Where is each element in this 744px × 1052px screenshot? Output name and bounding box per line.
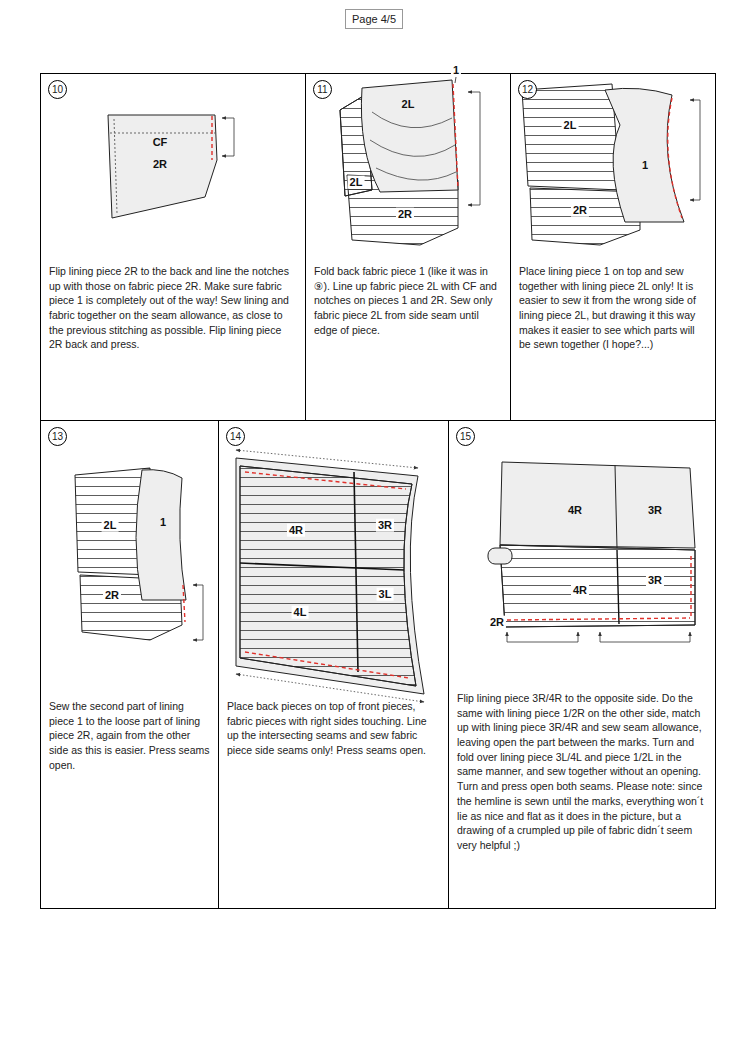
lining-piece-2r <box>108 115 234 218</box>
piece-label: 2L <box>562 119 579 132</box>
piece-label: 3R <box>646 504 664 517</box>
instruction-text: Fold back fabric piece 1 (like it was in… <box>314 264 502 337</box>
step-number: 12 <box>518 80 537 99</box>
step-panel: Flip lining piece 2R to the back and lin… <box>40 73 306 421</box>
piece-label: 4L <box>292 606 309 619</box>
piece-label: 1 <box>158 516 168 529</box>
step-panel: Flip lining piece 3R/4R to the opposite … <box>448 420 716 909</box>
step-panel: Place back pieces on top of front pieces… <box>218 420 449 909</box>
step-panel: Sew the second part of lining piece 1 to… <box>40 420 219 909</box>
piece-label: 2R <box>103 589 121 602</box>
pieces-step-14 <box>236 450 424 702</box>
step-number: 13 <box>48 427 67 446</box>
piece-label: 4R <box>571 584 589 597</box>
step-number: 11 <box>313 80 332 99</box>
instruction-text: Place lining piece 1 on top and sew toge… <box>519 264 707 352</box>
page-number-text: Page 4/5 <box>352 13 396 25</box>
instruction-text: Sew the second part of lining piece 1 to… <box>49 699 210 772</box>
piece-label: 1 <box>451 64 461 77</box>
step-number-text: 14 <box>230 431 241 442</box>
step-number: 15 <box>456 427 475 446</box>
piece-label: 2L <box>102 519 119 532</box>
pieces-step-12 <box>522 84 700 245</box>
piece-label: 2R <box>151 158 169 171</box>
pieces-step-15 <box>488 462 695 642</box>
piece-label: 3R <box>646 574 664 587</box>
piece-label: 3R <box>376 519 394 532</box>
step-number: 10 <box>48 80 67 99</box>
step-panel: Place lining piece 1 on top and sew toge… <box>510 73 716 421</box>
piece-label: 2R <box>488 616 506 629</box>
piece-label: 4R <box>287 524 305 537</box>
piece-label: CF <box>151 136 170 149</box>
step-number: 14 <box>226 427 245 446</box>
step-number-text: 13 <box>52 431 63 442</box>
pieces-step-13 <box>75 468 203 640</box>
piece-label: 3L <box>377 588 394 601</box>
instruction-text: Flip lining piece 3R/4R to the opposite … <box>457 691 707 853</box>
piece-label: 2L <box>400 98 417 111</box>
pieces-step-11 <box>340 77 480 245</box>
piece-label: 2R <box>571 204 589 217</box>
instruction-text: Flip lining piece 2R to the back and lin… <box>49 264 297 352</box>
instruction-text: Place back pieces on top of front pieces… <box>227 699 440 758</box>
step-number-text: 15 <box>460 431 471 442</box>
page-number-box: Page 4/5 <box>345 9 403 29</box>
piece-label: 1 <box>640 159 650 172</box>
step-number-text: 11 <box>317 84 327 95</box>
piece-label: 4R <box>566 504 584 517</box>
step-number-text: 10 <box>52 84 63 95</box>
step-panel: Fold back fabric piece 1 (like it was in… <box>305 73 511 421</box>
piece-label: 2L <box>348 176 365 189</box>
piece-label: 2R <box>396 208 414 221</box>
step-number-text: 12 <box>522 84 533 95</box>
